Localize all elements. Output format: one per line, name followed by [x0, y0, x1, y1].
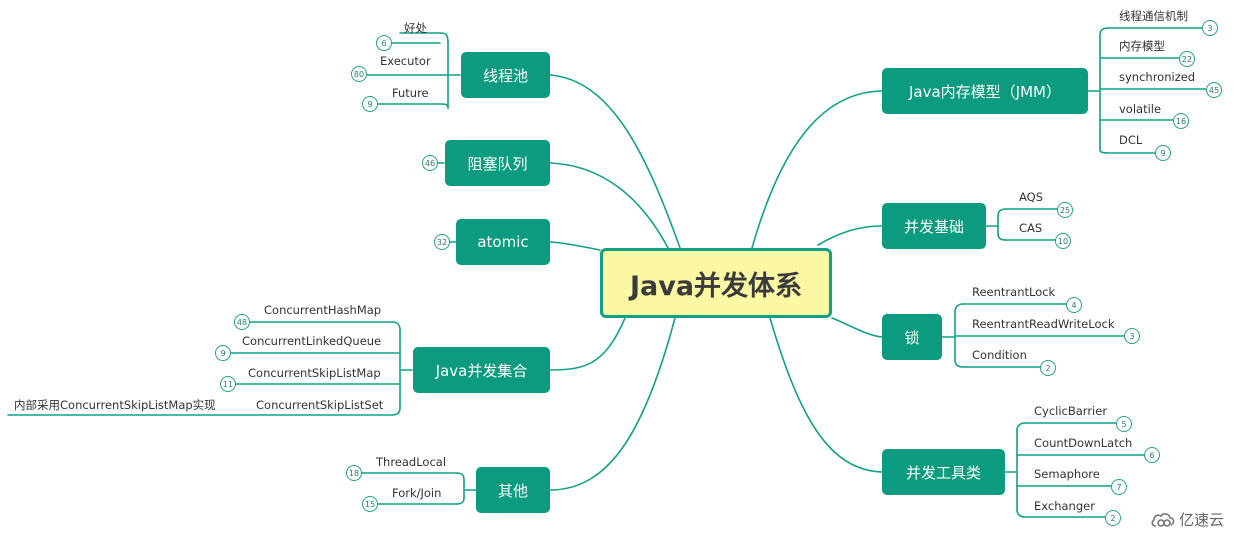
count-badge[interactable]: 9: [1155, 145, 1171, 161]
count-badge[interactable]: 2: [1105, 510, 1121, 526]
branch-concurrency-basics-label: 并发基础: [903, 217, 964, 236]
count-badge[interactable]: 16: [1173, 113, 1189, 129]
branch-concurrency-basics[interactable]: 并发基础: [882, 203, 986, 249]
count-badge[interactable]: 4: [1066, 297, 1082, 313]
leaf-thread-communication[interactable]: 线程通信机制: [1119, 9, 1188, 23]
branch-concurrent-collections-label: Java并发集合: [435, 361, 528, 380]
count-badge[interactable]: 6: [376, 35, 392, 51]
central-topic[interactable]: Java并发体系: [600, 248, 832, 318]
leaf-fork-join[interactable]: Fork/Join: [392, 486, 442, 500]
watermark-text: 亿速云: [1178, 511, 1224, 529]
leaf-memory-model[interactable]: 内存模型: [1119, 39, 1165, 53]
count-badge[interactable]: 7: [1111, 479, 1127, 495]
branch-concurrency-tools[interactable]: 并发工具类: [882, 449, 1005, 495]
leaf-aqs[interactable]: AQS: [1019, 190, 1044, 204]
branch-blocking-queue[interactable]: 阻塞队列: [445, 140, 550, 186]
leaf-semaphore[interactable]: Semaphore: [1034, 467, 1100, 481]
count-badge[interactable]: 15: [362, 496, 378, 512]
leaf-note: 内部采用ConcurrentSkipListMap实现: [14, 398, 216, 412]
count-badge[interactable]: 18: [346, 465, 362, 481]
leaf-cyclic-barrier[interactable]: CyclicBarrier: [1034, 404, 1108, 418]
branch-jmm[interactable]: Java内存模型（JMM）: [882, 68, 1088, 114]
count-badge[interactable]: 25: [1057, 202, 1073, 218]
count-badge[interactable]: 9: [215, 345, 231, 361]
leaf-dcl[interactable]: DCL: [1119, 133, 1143, 147]
cloud-logo-icon: [1151, 512, 1175, 527]
branch-concurrency-tools-label: 并发工具类: [905, 463, 981, 482]
count-badge[interactable]: 5: [1116, 416, 1132, 432]
count-badge[interactable]: 80: [351, 66, 367, 82]
branch-jmm-label: Java内存模型（JMM）: [909, 82, 1061, 101]
leaf-concurrent-skip-list-map[interactable]: ConcurrentSkipListMap: [248, 366, 381, 380]
leaf-executor[interactable]: Executor: [380, 54, 431, 68]
count-badge[interactable]: 32: [434, 234, 450, 250]
central-topic-label: Java并发体系: [629, 270, 803, 302]
branch-thread-pool[interactable]: 线程池: [461, 52, 550, 98]
leaf-concurrent-linked-queue[interactable]: ConcurrentLinkedQueue: [242, 334, 382, 348]
branch-locks-label: 锁: [904, 328, 920, 347]
leaf-concurrent-hash-map[interactable]: ConcurrentHashMap: [264, 303, 382, 317]
count-badge[interactable]: 9: [362, 96, 378, 112]
leaf-thread-local[interactable]: ThreadLocal: [376, 455, 447, 469]
branch-thread-pool-label: 线程池: [482, 66, 528, 85]
leaf-volatile[interactable]: volatile: [1119, 102, 1162, 116]
count-badge[interactable]: 11: [220, 376, 236, 392]
leaf-reentrant-lock[interactable]: ReentrantLock: [972, 285, 1056, 299]
count-badge[interactable]: 3: [1202, 20, 1218, 36]
leaf-synchronized[interactable]: synchronized: [1119, 70, 1196, 84]
branch-atomic[interactable]: atomic: [456, 219, 550, 265]
count-badge[interactable]: 46: [422, 155, 438, 171]
count-badge[interactable]: 6: [1144, 447, 1160, 463]
leaf-exchanger[interactable]: Exchanger: [1034, 499, 1095, 513]
leaf-concurrent-skip-list-set[interactable]: ConcurrentSkipListSet: [256, 398, 384, 412]
branch-blocking-queue-label: 阻塞队列: [467, 154, 528, 173]
branch-others-label: 其他: [497, 481, 528, 500]
branch-atomic-label: atomic: [477, 233, 529, 251]
leaf-count-down-latch[interactable]: CountDownLatch: [1034, 436, 1133, 450]
count-badge[interactable]: 3: [1124, 328, 1140, 344]
count-badge[interactable]: 2: [1040, 360, 1056, 376]
count-badge[interactable]: 48: [234, 314, 250, 330]
count-badge[interactable]: 10: [1055, 233, 1071, 249]
branch-concurrent-collections[interactable]: Java并发集合: [413, 347, 550, 393]
branch-locks[interactable]: 锁: [882, 314, 942, 360]
count-badge[interactable]: 22: [1179, 51, 1195, 67]
watermark: 亿速云: [1150, 509, 1224, 530]
leaf-future[interactable]: Future: [392, 86, 429, 100]
leaf-cas[interactable]: CAS: [1019, 221, 1043, 235]
leaf-condition[interactable]: Condition: [972, 348, 1027, 362]
branch-others[interactable]: 其他: [476, 467, 550, 513]
count-badge[interactable]: 45: [1206, 82, 1222, 98]
leaf-reentrant-read-write-lock[interactable]: ReentrantReadWriteLock: [972, 317, 1115, 331]
leaf-benefits[interactable]: 好处: [404, 21, 427, 35]
